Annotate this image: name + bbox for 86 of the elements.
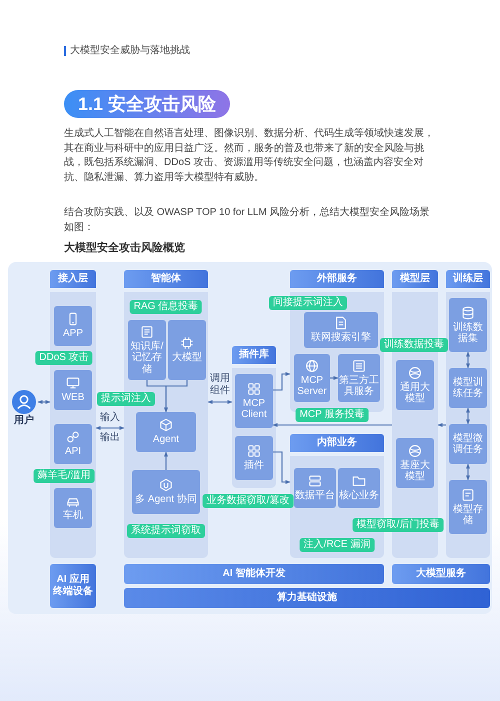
component-box [396,360,434,410]
double-arrow [466,464,470,480]
arrow [272,423,392,427]
figure-title: 大模型安全攻击风险概览 [64,242,185,255]
component-box [294,468,336,508]
component-box [54,306,92,346]
double-arrow [96,426,124,430]
component-box [338,468,380,508]
component-label: 车机 [63,510,83,522]
section-title: 1.1 安全攻击风险 [64,90,230,118]
component-label: 联网搜索引擎 [311,332,371,344]
component-box [235,436,273,480]
component-box [304,312,378,348]
component-label: 模型存储 [452,504,484,526]
double-arrow [208,400,232,404]
column-title: 训练层 [453,272,483,286]
arrow [438,423,446,427]
component-box [449,298,487,352]
component-label: 多 Agent 协同 [135,494,197,506]
component-label: MCP Server [296,374,328,398]
component-label: 训练数据集 [452,322,484,344]
layer-bar: AI 智能体开发 [124,564,384,584]
component-box [235,374,273,428]
layer-bar: 大模型服务 [392,564,490,584]
component-box [54,424,92,464]
column-title: 接入层 [58,272,88,286]
layer-column [232,346,276,488]
column-title: 内部业务 [317,436,357,450]
body-text: 生成式人工智能在自然语言处理、图像识别、数据分析、代码生成等领域快速发展，其在商业与科研中的应用日益广泛。然而，服务的普及也带来了新的安全风险与挑战，既包括系统漏洞、DDoS 攻击、资源滥用等传统安全问题，也涵盖内容安全对抗、隐私泄漏、算力盗用等大模型特有威胁。 [64,127,435,184]
edge-label: 输入 [100,412,120,424]
arrow [164,380,188,412]
component-label: APP [62,328,83,340]
risk-tag: 间接提示词注入 [269,296,347,310]
risk-tag: MCP 服务投毒 [296,408,368,422]
column-title: 模型层 [400,272,430,286]
process-step: 模型训练任务 [449,368,487,408]
double-arrow [38,400,50,404]
arrow [330,376,338,380]
user-label: 用户 [14,415,34,427]
component-label: 大模型 [172,352,202,364]
risk-tag: 注入/RCE 漏洞 [300,538,374,552]
column-title: 外部服务 [317,272,357,286]
process-step: 模型微调任务 [449,424,487,464]
body-text: 结合攻防实践、以及 OWASP TOP 10 for LLM 风险分析，总结大模型安全风险场景如图： [64,206,431,234]
component-box [396,438,434,488]
risk-tag: 提示词注入 [97,392,155,406]
risk-tag: 业务数据窃取/篡改 [202,494,294,508]
double-arrow [466,408,470,424]
component-label: API [64,446,82,458]
risk-tag: 训练数据投毒 [380,338,448,352]
flow-label: 输出 [100,432,120,444]
component-box [54,488,92,528]
component-box [168,320,206,380]
layer-bar: 算力基础设施 [124,588,490,608]
risk-tag: 薅羊毛/滥用 [34,469,94,483]
component-label: 第三方工具服务 [339,374,379,398]
component-label: 知识库/记忆存储 [130,340,164,376]
component-label: 通用大模型 [399,382,431,404]
double-arrow [466,352,470,368]
layer-bar: AI 应用终端设备 [50,564,96,608]
column-title: 智能体 [151,272,181,286]
arrow [273,372,290,391]
component-label: WEB [62,392,84,404]
running-header: 大模型安全威胁与落地挑战 [70,45,190,57]
layer-column [446,270,490,558]
risk-tag: 系统提示词窃取 [127,524,205,538]
component-box [338,354,380,402]
arrow [164,452,168,470]
risk-tag: RAG 信息投毒 [130,300,202,314]
component-label: MCP Client [240,398,268,420]
component-box [449,480,487,534]
component-label: 核心业务 [339,490,379,502]
edge-label: 调用组件 [210,373,230,397]
risk-tag: 模型窃取/后门投毒 [352,518,444,532]
component-box [132,470,200,514]
component-box [136,412,196,452]
component-box [128,320,166,380]
component-box [54,370,92,410]
component-label: 数据平台 [295,490,335,502]
arrow [273,451,290,484]
column-title: 插件库 [239,347,269,362]
component-label: 插件 [244,460,264,472]
component-label: Agent [152,434,180,446]
risk-tag: DDoS 攻击 [35,351,93,365]
component-label: 基座大模型 [399,460,431,482]
component-box [294,354,330,402]
